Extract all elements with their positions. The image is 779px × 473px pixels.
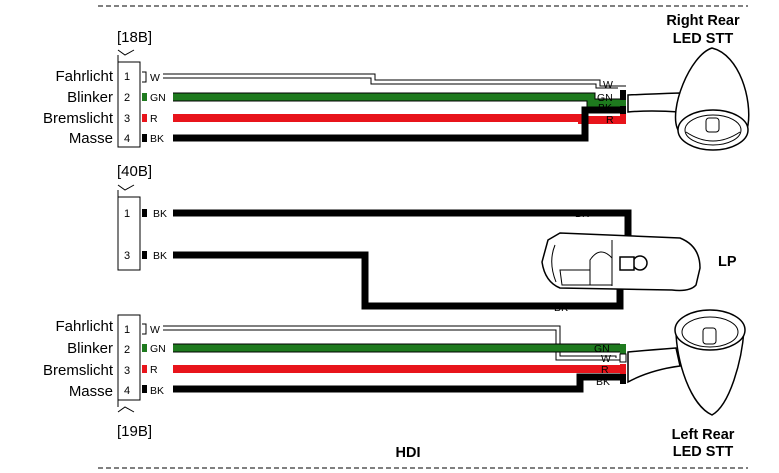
wire-code: R: [601, 364, 609, 376]
pin-number: 3: [124, 250, 130, 262]
pin-label-bremslicht: Bremslicht: [43, 110, 114, 127]
pin-number: 3: [124, 365, 130, 377]
left-rear-title: Left Rear: [672, 427, 735, 443]
wire-code: BK: [150, 385, 164, 397]
wire-code: GN: [597, 92, 613, 104]
wire-code: GN: [594, 343, 610, 355]
connector-40b-id: [40B]: [117, 163, 152, 180]
pin-label-masse: Masse: [69, 130, 113, 147]
pin-number: 1: [124, 208, 130, 220]
connector-40b: [40B] 1 3 BK BK: [117, 163, 167, 271]
left-rear-lamp: Left Rear LED STT: [627, 309, 746, 460]
pin-label-fahrlicht: Fahrlicht: [55, 68, 113, 85]
wire-code: BK: [554, 302, 568, 314]
connector-19b-id: [19B]: [117, 423, 152, 440]
pin-number: 2: [124, 344, 130, 356]
pin-number: 4: [124, 133, 130, 145]
wire-code: W: [601, 353, 611, 365]
wire-code: R: [606, 114, 614, 126]
wire-code: R: [150, 113, 158, 125]
pin-number: 1: [124, 71, 130, 83]
wire-code: R: [150, 364, 158, 376]
pin-label-fahrlicht: Fahrlicht: [55, 318, 113, 335]
wire-code: BK: [575, 208, 589, 220]
wire-code: BK: [153, 250, 167, 262]
wire-code: W: [150, 324, 160, 336]
pin-number: 2: [124, 92, 130, 104]
pin-label-blinker: Blinker: [67, 340, 113, 357]
connector-18b: [18B] 1 2 3 4 Fahrlicht Blinker Bremslic…: [43, 29, 166, 148]
pin-label-bremslicht: Bremslicht: [43, 362, 114, 379]
pin-label-blinker: Blinker: [67, 89, 113, 106]
wire-code: W: [150, 72, 160, 84]
right-rear-lamp: Right Rear LED STT: [627, 13, 750, 151]
wire-code: W: [603, 79, 613, 91]
wire-code: BK: [598, 102, 612, 114]
lp-label: LP: [718, 254, 737, 270]
wires-18b: W GN BK R: [163, 73, 626, 142]
wire-code: GN: [150, 343, 166, 355]
license-plate-lamp: LP: [541, 232, 737, 292]
connector-19b: [19B] 1 2 3 4 Fahrlicht Blinker Bremslic…: [43, 314, 166, 440]
wire-code: BK: [596, 376, 610, 388]
pin-number: 4: [124, 385, 130, 397]
right-rear-subtitle: LED STT: [673, 31, 734, 47]
wire-code: GN: [150, 92, 166, 104]
wire-code: BK: [150, 133, 164, 145]
connector-18b-id: [18B]: [117, 29, 152, 46]
right-rear-title: Right Rear: [666, 13, 740, 29]
pin-number: 1: [124, 324, 130, 336]
left-rear-subtitle: LED STT: [673, 444, 734, 460]
wires-19b: GN W R BK: [163, 325, 627, 393]
pin-number: 3: [124, 113, 130, 125]
footer-hdi: HDI: [396, 445, 421, 461]
pin-label-masse: Masse: [69, 383, 113, 400]
wire-code: BK: [153, 208, 167, 220]
